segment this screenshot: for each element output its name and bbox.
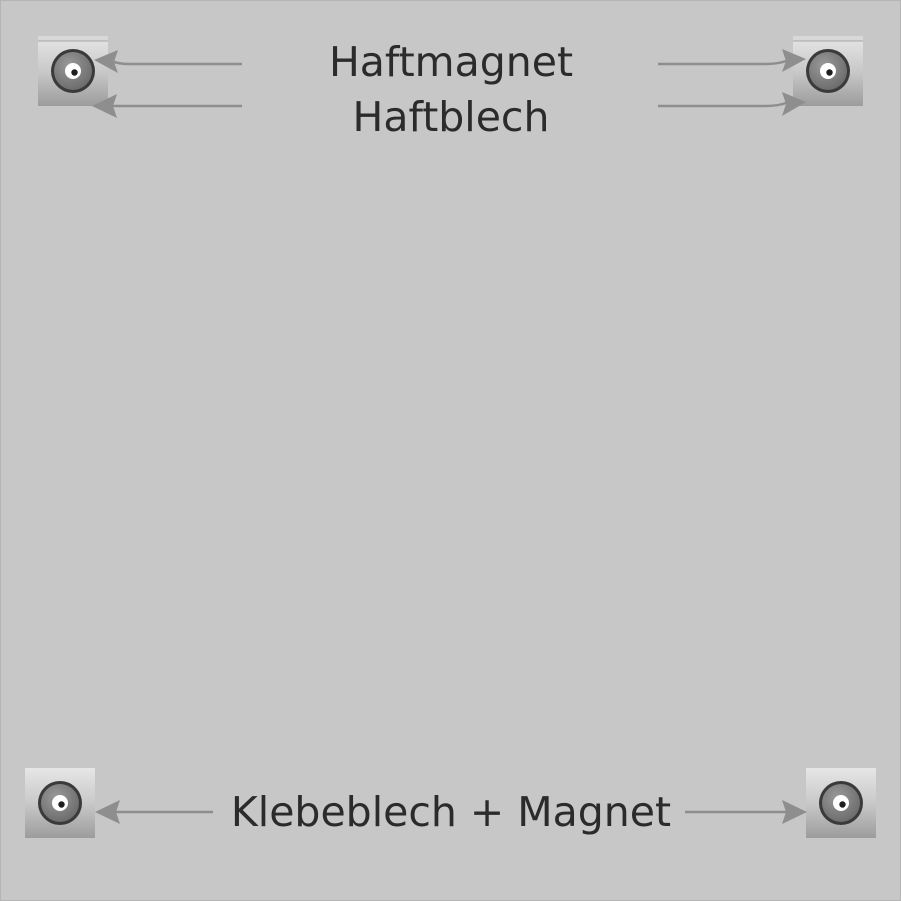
arrow-to-top-right-plate (658, 92, 806, 116)
arrow-to-top-right-magnet (658, 49, 806, 72)
label-klebeblech-magnet: Klebeblech + Magnet (231, 788, 671, 836)
arrow-to-top-left-magnet (94, 50, 242, 73)
magnet-disc-icon (806, 768, 876, 838)
magnet-disc-icon (792, 35, 864, 107)
arrow-to-top-left-plate (92, 94, 242, 118)
magnet-disc-icon (37, 35, 109, 107)
arrow-to-bottom-right-part (685, 800, 807, 824)
label-haftblech: Haftblech (353, 93, 550, 141)
label-haftmagnet: Haftmagnet (329, 38, 573, 86)
arrow-to-bottom-left-part (95, 800, 213, 824)
magnet-disc-icon (25, 768, 95, 838)
